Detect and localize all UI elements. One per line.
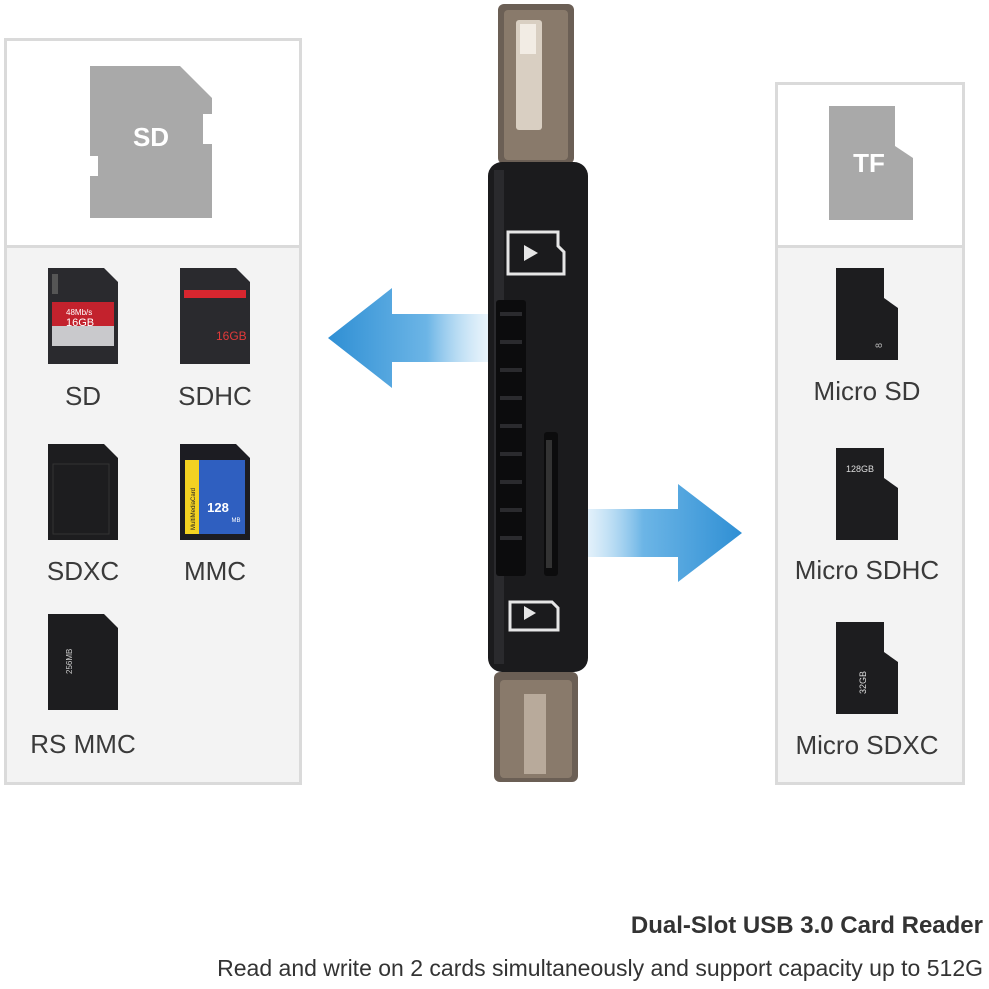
rs-mmc-card-printed-size: 256MB [65, 649, 74, 674]
micro-sdxc-printed-size: 32GB [858, 671, 868, 694]
sd-card-printed-top: 48Mb/s [66, 308, 92, 317]
tf-card-header-icon: TF [829, 106, 913, 220]
rs-mmc-card-icon: 256MB [48, 614, 118, 710]
mmc-card-icon: MultiMediaCard 128 MB [180, 444, 250, 540]
micro-sd-card-icon: 8 [836, 268, 898, 360]
sdhc-card-icon: 16GB [180, 268, 250, 364]
tf-header-label: TF [853, 148, 885, 178]
mmc-card-label: MMC [183, 556, 247, 586]
micro-sdhc-printed-size: 128GB [846, 464, 874, 474]
mmc-card-printed-size: 128 [207, 500, 229, 515]
caption-subtitle: Read and write on 2 cards simultaneously… [217, 955, 983, 981]
micro-sd-printed-size: 8 [874, 343, 884, 348]
sdhc-card-printed-size: 16GB [216, 329, 247, 343]
arrow-right-icon [562, 484, 742, 582]
sd-card-header-icon: SD [90, 66, 212, 218]
card-reader-device [488, 4, 588, 782]
caption-title: Dual-Slot USB 3.0 Card Reader [630, 912, 983, 939]
micro-sd-card-label: Micro SD [813, 376, 921, 406]
micro-sdxc-card-icon: 32GB [836, 622, 898, 714]
sdxc-card-label: SDXC [46, 556, 120, 586]
sd-header-label: SD [133, 122, 169, 152]
micro-sdxc-card-label: Micro SDXC [795, 730, 939, 760]
mmc-card-printed-unit: MB [232, 518, 241, 524]
sd-card-label: SD [64, 381, 102, 411]
micro-sdhc-card-label: Micro SDHC [794, 555, 940, 585]
sd-card-printed-size: 16GB [66, 317, 94, 329]
sdhc-card-label: SDHC [178, 381, 252, 411]
sdxc-card-icon [48, 444, 118, 540]
rs-mmc-card-label: RS MMC [30, 729, 136, 759]
mmc-card-printed-brand: MultiMediaCard [191, 488, 197, 530]
arrow-left-icon [328, 288, 508, 388]
micro-sdhc-card-icon: 128GB [836, 448, 898, 540]
sd-card-icon: 48Mb/s 16GB [48, 268, 118, 364]
